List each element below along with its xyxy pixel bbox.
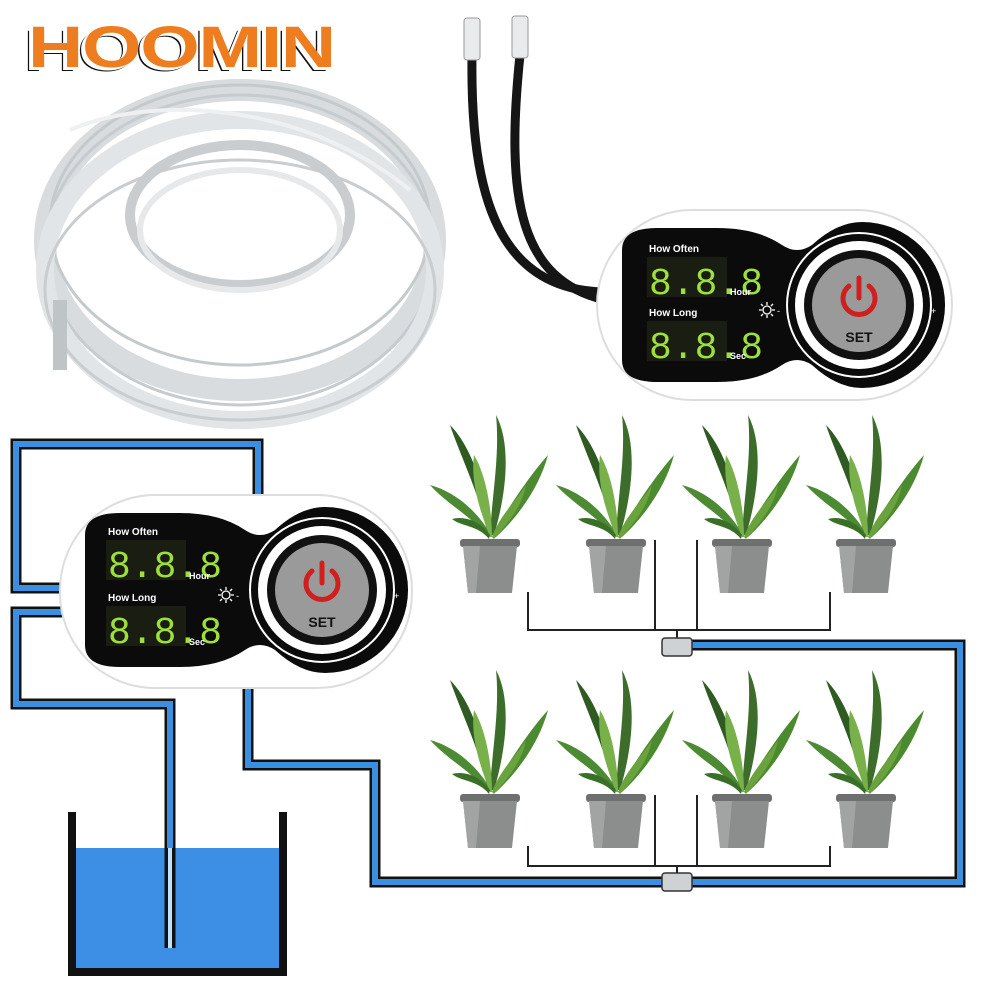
power-icon xyxy=(303,560,341,602)
plant-pot xyxy=(430,415,548,593)
minus-label: - xyxy=(236,591,239,601)
minus-label: - xyxy=(777,306,780,316)
how-long-label: How Long xyxy=(108,593,156,604)
plant-pot xyxy=(556,415,674,593)
how-long-label: How Long xyxy=(649,308,697,319)
set-label: SET xyxy=(308,614,336,630)
plus-label: + xyxy=(394,591,399,601)
brightness-icon xyxy=(218,587,234,603)
plant-pot xyxy=(430,670,548,848)
pipe-tee-connectors xyxy=(661,637,693,892)
water-pipes xyxy=(10,438,966,948)
how-often-label: How Often xyxy=(649,244,699,255)
brand-logo: HOOMIN xyxy=(28,15,336,80)
plant-pot xyxy=(806,670,924,848)
sec-unit: Sec xyxy=(189,637,205,647)
sec-unit: Sec xyxy=(730,351,746,361)
set-button[interactable] xyxy=(812,258,906,352)
drip-lines xyxy=(527,540,831,882)
tube-connectors xyxy=(463,15,529,61)
hour-unit: Hour xyxy=(189,571,210,581)
outlet-tubes xyxy=(467,54,607,305)
timer-controller-top: How Often 8.8.8 Hour How Long 8.8.8 Sec … xyxy=(596,209,953,401)
plant-pot xyxy=(556,670,674,848)
plant-pot xyxy=(682,415,800,593)
tubing-coil xyxy=(34,79,446,429)
plus-label: + xyxy=(931,306,936,316)
brightness-icon xyxy=(759,302,775,318)
plant-pot xyxy=(682,670,800,848)
power-icon xyxy=(840,275,878,317)
how-often-display: 8.8.8 xyxy=(108,546,222,589)
set-button[interactable] xyxy=(275,543,369,637)
set-label: SET xyxy=(845,329,873,345)
how-long-display: 8.8.8 xyxy=(649,327,763,370)
water-tank xyxy=(68,812,287,976)
timer-controller-diagram: How Often 8.8.8 Hour How Long 8.8.8 Sec … xyxy=(59,494,413,689)
plant-pot xyxy=(806,415,924,593)
hour-unit: Hour xyxy=(730,287,751,297)
how-often-display: 8.8.8 xyxy=(649,263,763,306)
how-often-label: How Often xyxy=(108,527,158,538)
how-long-display: 8.8.8 xyxy=(108,612,222,655)
